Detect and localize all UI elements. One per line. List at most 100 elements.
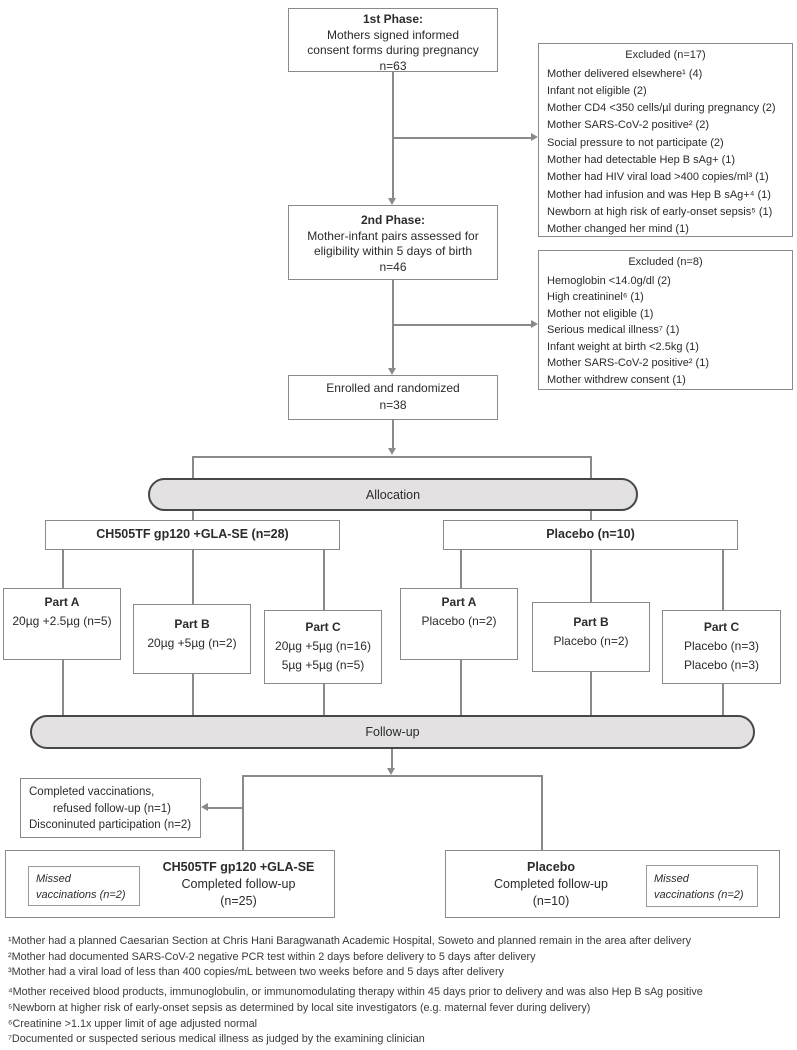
connector (590, 550, 592, 602)
vaccine-part-b-box: Part B 20µg +5µg (n=2) (133, 604, 251, 674)
part-line: 20µg +2.5µg (n=5) (12, 614, 112, 628)
placebo-part-c-box: Part C Placebo (n=3) Placebo (n=3) (662, 610, 781, 684)
footnote: ¹Mother had a planned Caesarian Section … (8, 935, 691, 947)
footnotes: ¹Mother had a planned Caesarian Section … (8, 934, 792, 1048)
connector (242, 775, 542, 777)
placebo-complete-line: Completed follow-up (494, 877, 608, 891)
excluded-item: Mother not eligible (1) (547, 307, 654, 320)
connector (590, 456, 592, 478)
connector (392, 72, 394, 198)
missed-line: Missed (36, 873, 71, 885)
part-line: Placebo (n=2) (421, 614, 497, 628)
vaccine-complete-text: CH505TF gp120 +GLA-SE Completed follow-u… (146, 859, 331, 910)
footnote: ⁵Newborn at higher risk of early-onset s… (8, 1001, 591, 1014)
vaccine-arm-label: CH505TF gp120 +GLA-SE (n=28) (96, 527, 289, 541)
part-line: Placebo (n=3) (683, 658, 760, 672)
vaccine-complete-title: CH505TF gp120 +GLA-SE (162, 860, 315, 874)
enrolled-line: Enrolled and randomized (326, 381, 460, 395)
excluded-item: Hemoglobin <14.0g/dl (2) (547, 274, 671, 287)
vaccine-complete-box: Missed vaccinations (n=2) CH505TF gp120 … (5, 850, 335, 918)
allocation-bar: Allocation (148, 478, 638, 511)
connector (62, 659, 64, 716)
connector (192, 550, 194, 604)
placebo-part-b-box: Part B Placebo (n=2) (532, 602, 650, 672)
connector (392, 420, 394, 448)
arrow-left-icon (201, 803, 208, 811)
part-title: Part B (573, 615, 609, 629)
connector (722, 683, 724, 716)
excluded-item: Mother had infusion and was Hep B sAg+⁴ … (547, 188, 771, 201)
connector (192, 456, 194, 478)
part-line: Placebo (n=2) (553, 634, 629, 648)
placebo-complete-text: Placebo Completed follow-up (n=10) (456, 859, 646, 910)
part-line: Placebo (n=3) (683, 639, 760, 653)
connector (541, 775, 543, 850)
connector (192, 456, 591, 458)
excluded-item: Mother SARS-CoV-2 positive² (1) (547, 357, 709, 369)
connector (323, 550, 325, 610)
phase1-line: Mothers signed informed (326, 27, 460, 42)
arrow-down-icon (387, 768, 395, 775)
connector (722, 550, 724, 610)
placebo-complete-title: Placebo (527, 860, 575, 874)
footnote: ²Mother had documented SARS-CoV-2 negati… (8, 950, 536, 963)
footnote: ⁷Documented or suspected serious medical… (8, 1033, 425, 1046)
part-title: Part B (174, 617, 210, 631)
connector (393, 137, 531, 139)
followup-label: Follow-up (365, 725, 420, 739)
phase2-n: n=46 (379, 259, 407, 274)
excluded-item: Serious medical illness⁷ (1) (547, 324, 680, 336)
enrolled-n: n=38 (379, 398, 407, 412)
placebo-complete-box: Placebo Completed follow-up (n=10) Misse… (445, 850, 780, 918)
phase2-line: eligibility within 5 days of birth (313, 244, 473, 258)
connector (590, 511, 592, 520)
connector (192, 511, 194, 520)
excluded-item: Newborn at high risk of early-onset seps… (547, 205, 773, 218)
footnote: ⁶Creatinine >1.1x upper limit of age adj… (8, 1017, 258, 1030)
missed-line: Missed (654, 873, 689, 885)
excluded-item: Mother CD4 <350 cells/µl during pregnanc… (547, 102, 776, 115)
phase2-box: 2nd Phase: Mother-infant pairs assessed … (288, 205, 498, 280)
placebo-arm-box: Placebo (n=10) (443, 520, 738, 550)
excluded-8-title: Excluded (n=8) (628, 256, 703, 268)
arrow-down-icon (388, 448, 396, 455)
part-title: Part C (305, 620, 341, 634)
connector (192, 673, 194, 716)
part-title: Part C (703, 620, 740, 634)
allocation-label: Allocation (365, 487, 421, 502)
missed-line: vaccinations (n=2) (36, 889, 126, 901)
placebo-part-a-box: Part A Placebo (n=2) (400, 588, 518, 660)
connector (460, 550, 462, 588)
footnote: ³Mother had a viral load of less than 40… (8, 966, 504, 979)
vaccine-part-c-box: Part C 20µg +5µg (n=16) 5µg +5µg (n=5) (264, 610, 382, 684)
placebo-complete-n: (n=10) (532, 894, 570, 908)
connector (460, 659, 462, 716)
dropout-line: Disconinuted participation (n=2) (29, 819, 192, 831)
vaccine-missed-box: Missed vaccinations (n=2) (28, 866, 140, 906)
vaccine-complete-line: Completed follow-up (181, 877, 296, 891)
arrow-down-icon (388, 368, 396, 375)
part-line: 5µg +5µg (n=5) (281, 658, 365, 672)
excluded-item: Social pressure to not participate (2) (547, 136, 724, 149)
connector (242, 775, 244, 850)
part-line: 20µg +5µg (n=2) (147, 636, 237, 650)
footnote: ⁴Mother received blood products, immunog… (8, 986, 703, 999)
part-title: Part A (441, 595, 477, 609)
arrow-down-icon (388, 198, 396, 205)
excluded-item: Mother changed her mind (1) (547, 223, 689, 236)
vaccine-arm-box: CH505TF gp120 +GLA-SE (n=28) (45, 520, 340, 550)
excluded-item: Mother delivered elsewhere¹ (4) (547, 67, 703, 80)
phase2-line: Mother-infant pairs assessed for (307, 228, 479, 243)
connector (391, 749, 393, 768)
phase1-title: 1st Phase: (362, 12, 424, 26)
missed-line: vaccinations (n=2) (654, 889, 744, 901)
connector (208, 807, 242, 809)
excluded-8-box: Excluded (n=8) Hemoglobin <14.0g/dl (2) … (538, 250, 793, 390)
part-title: Part A (44, 595, 80, 609)
excluded-item: Mother withdrew consent (1) (547, 373, 686, 386)
followup-bar: Follow-up (30, 715, 755, 749)
phase1-n: n=63 (379, 58, 407, 73)
excluded-17-title: Excluded (n=17) (625, 49, 706, 61)
arrow-right-icon (531, 320, 538, 328)
dropout-box: Completed vaccinations, refused follow-u… (20, 778, 201, 838)
